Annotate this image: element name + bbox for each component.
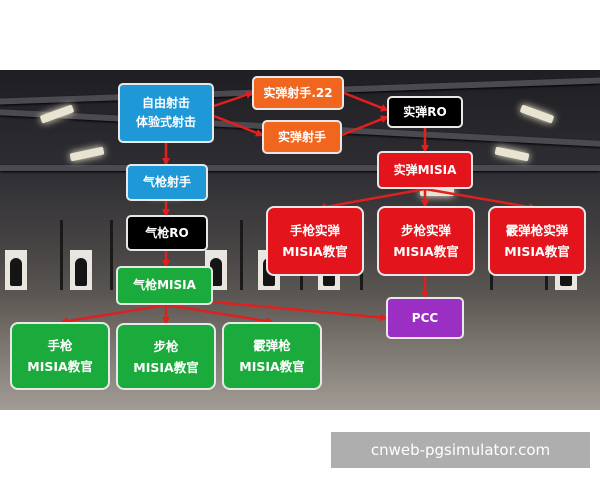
node-rifle-air: 步枪 MISIA教官 <box>116 323 216 390</box>
node-rifle-live-line1: 步枪实弹 <box>400 223 451 238</box>
node-live-misia: 实弹MISIA <box>377 151 473 189</box>
node-shotgun-live-line2: MISIA教官 <box>504 244 570 259</box>
node-air-shooter-label: 气枪射手 <box>142 175 191 189</box>
node-rifle-air-line2: MISIA教官 <box>133 359 199 375</box>
node-pistol-air-line2: MISIA教官 <box>27 359 93 374</box>
lane-divider <box>110 220 113 290</box>
node-free-shooting-line2: 体验式射击 <box>135 115 196 129</box>
ceiling-beam <box>0 165 600 171</box>
node-shotgun-air-line1: 霰弹枪 <box>253 338 291 353</box>
node-air-misia-label: 气枪MISIA <box>133 278 196 292</box>
ceiling-light <box>519 104 555 124</box>
node-rifle-air-line1: 步枪 <box>153 338 179 354</box>
watermark: cnweb-pgsimulator.com <box>331 432 590 468</box>
node-air-misia: 气枪MISIA <box>116 266 213 305</box>
node-live-misia-label: 实弹MISIA <box>393 162 457 177</box>
node-shotgun-air-line2: MISIA教官 <box>239 359 305 374</box>
node-shotgun-air: 霰弹枪 MISIA教官 <box>222 322 322 390</box>
ceiling-light <box>494 146 530 162</box>
ceiling-light <box>69 146 105 162</box>
node-pistol-air: 手枪 MISIA教官 <box>10 322 110 390</box>
node-live-22-label: 实弹射手.22 <box>263 85 333 100</box>
lane-divider <box>60 220 63 290</box>
node-live-shooter-label: 实弹射手 <box>277 129 326 144</box>
node-live-shooter: 实弹射手 <box>262 120 342 154</box>
node-pistol-live-line1: 手枪实弹 <box>289 223 340 238</box>
silhouette-target <box>70 250 92 290</box>
node-pistol-live: 手枪实弹 MISIA教官 <box>266 206 364 276</box>
node-air-shooter: 气枪射手 <box>126 164 208 201</box>
node-rifle-live-line2: MISIA教官 <box>393 244 459 259</box>
node-rifle-live: 步枪实弹 MISIA教官 <box>377 206 475 276</box>
node-air-ro: 气枪RO <box>126 215 208 251</box>
node-live-22: 实弹射手.22 <box>252 76 344 110</box>
node-pcc: PCC <box>386 297 464 339</box>
node-pistol-air-line1: 手枪 <box>47 338 73 353</box>
silhouette-target <box>5 250 27 290</box>
node-air-ro-label: 气枪RO <box>145 225 189 240</box>
node-live-ro-label: 实弹RO <box>403 104 447 119</box>
node-pcc-label: PCC <box>411 310 439 325</box>
node-shotgun-live-line1: 霰弹枪实弹 <box>505 223 569 238</box>
lane-divider <box>240 220 243 290</box>
node-free-shooting: 自由射击 体验式射击 <box>118 83 214 143</box>
node-live-ro: 实弹RO <box>387 96 463 128</box>
node-free-shooting-line1: 自由射击 <box>141 96 190 110</box>
ceiling-light <box>420 188 454 196</box>
node-shotgun-live: 霰弹枪实弹 MISIA教官 <box>488 206 586 276</box>
node-pistol-live-line2: MISIA教官 <box>282 244 348 259</box>
